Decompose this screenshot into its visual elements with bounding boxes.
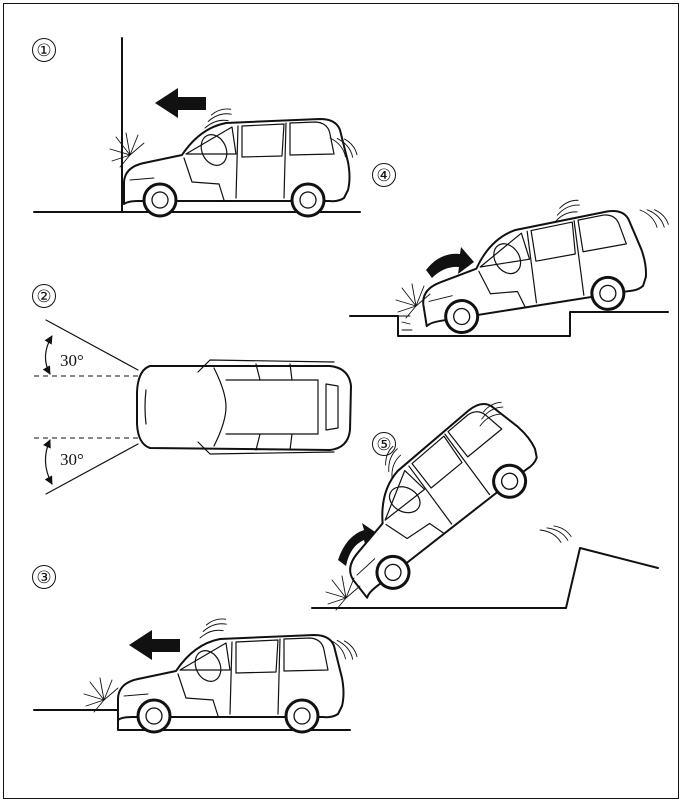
scenario-5-slope-crash [312,392,658,610]
left-arrow-icon [129,630,180,660]
left-arrow-icon [155,88,206,118]
scenario-3-curb-crash [34,618,358,732]
scenario-4-step-crash [350,199,669,338]
scenario-1-frontal-crash [34,38,360,216]
scenario-2-angled-crash [34,320,351,494]
